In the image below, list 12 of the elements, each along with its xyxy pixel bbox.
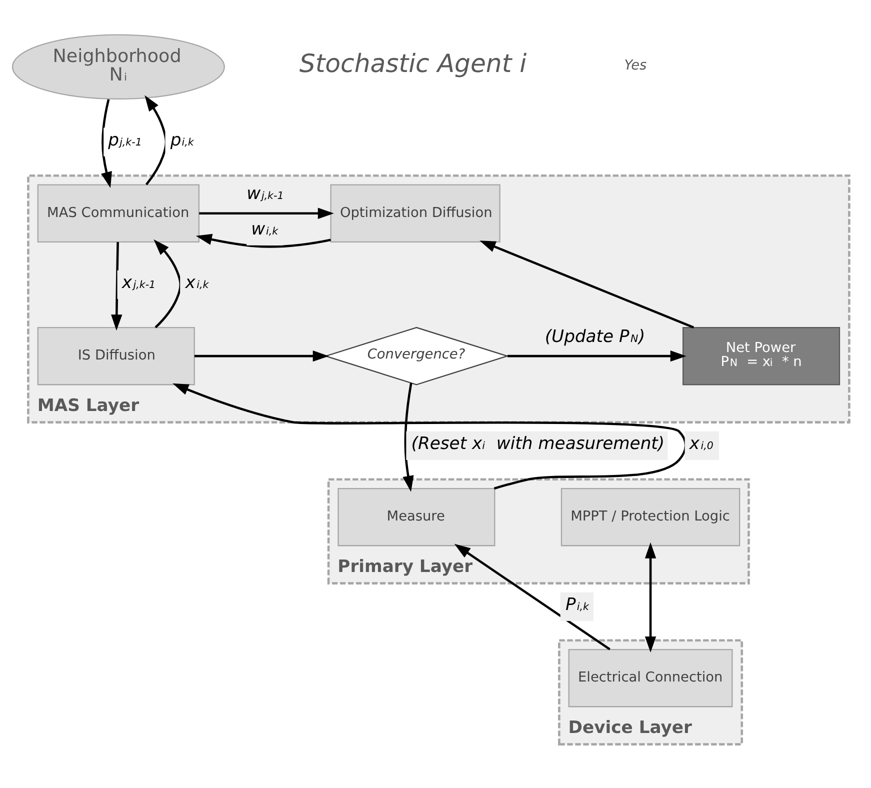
edge-label: xi,0 (689, 434, 714, 454)
edge-label: xj,k-1 (122, 273, 156, 294)
edge-label: (Update PN) (544, 326, 646, 347)
edge-label: xi,k (185, 273, 209, 294)
edge-label: wj,k-1 (246, 184, 284, 204)
edge-label: pi,k (170, 130, 194, 150)
edge-label: (Reset xi with measurement) (411, 434, 665, 454)
edge-label: wi,k (251, 219, 278, 240)
edge-label: pj,k-1 (108, 130, 142, 150)
label: Stochastic Agent i (299, 49, 527, 78)
label: Yes (624, 57, 647, 74)
edge-label: Pi,k (565, 595, 589, 616)
